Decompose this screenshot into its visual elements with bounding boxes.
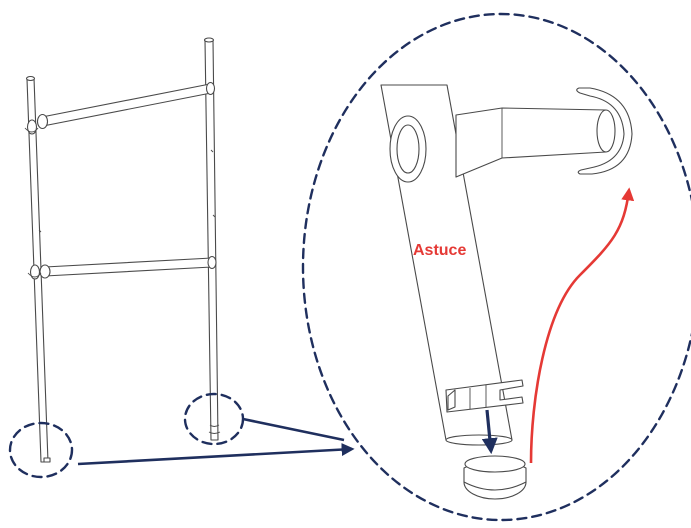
detail-highlight: [301, 12, 691, 522]
arrow-down-icon: [481, 409, 498, 455]
detail-rung: [455, 87, 633, 178]
right-pole: [203, 37, 221, 441]
ladder-frame: [24, 37, 221, 463]
callout-link-line: [242, 417, 345, 442]
socket-ring: [389, 115, 427, 183]
left-foot-highlight: [8, 421, 74, 479]
tip-label: Astuce: [413, 242, 467, 259]
upper-rung: [24, 81, 216, 135]
foot-clip: [445, 379, 524, 413]
end-cap: [463, 455, 527, 500]
detail-view: [301, 12, 691, 522]
arrow-right-icon: [77, 443, 355, 466]
curved-arrow-up-icon: [529, 187, 635, 464]
lower-rung: [27, 255, 217, 280]
